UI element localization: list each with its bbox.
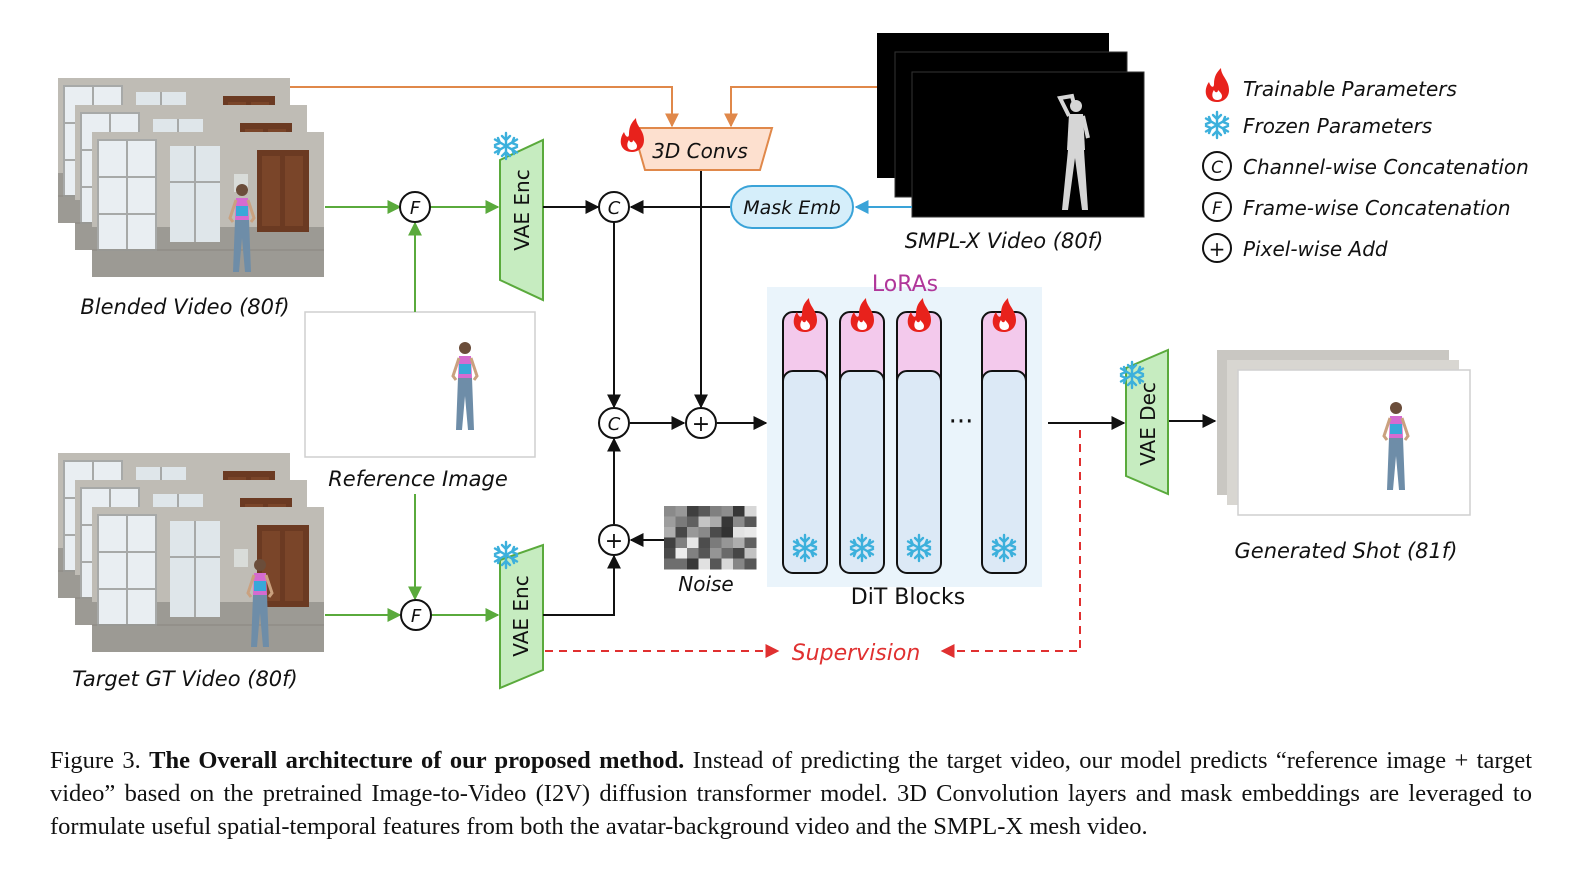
dit-block-2 <box>839 298 885 574</box>
svg-text:C: C <box>608 414 621 435</box>
svg-text:C: C <box>608 198 621 219</box>
legend-channel-concat-icon <box>1202 151 1232 181</box>
svg-text:VAE Dec: VAE Dec <box>1136 382 1160 466</box>
transformer-block <box>981 370 1027 574</box>
svg-text:+: + <box>1209 237 1226 261</box>
reference-image <box>304 311 536 458</box>
svg-text:+: + <box>692 412 710 437</box>
svg-text:F: F <box>1212 199 1222 219</box>
svg-text:F: F <box>411 606 422 627</box>
figure-caption: Figure 3. The Overall architecture of ou… <box>50 744 1532 843</box>
svg-text:3D Convs: 3D Convs <box>652 139 748 163</box>
mask-emb-block: Mask Emb <box>730 185 854 229</box>
caption-prefix: Figure 3. <box>50 747 141 774</box>
svg-text:+: + <box>605 529 623 554</box>
legend-fire-icon <box>1205 68 1229 102</box>
vae-enc-top: VAE Enc <box>499 138 544 302</box>
dit-block-4 <box>981 298 1027 574</box>
dit-blocks-label: DiT Blocks <box>851 585 965 610</box>
architecture-diagram: Blended Video (80f) Target GT Video (80f… <box>57 33 1529 691</box>
generated-shot-label: Generated Shot (81f) <box>1235 539 1458 563</box>
target-gt-video-label: Target GT Video (80f) <box>72 667 298 691</box>
svg-text:Frozen Parameters: Frozen Parameters <box>1243 114 1432 138</box>
smplx-video-label: SMPL-X Video (80f) <box>905 229 1104 253</box>
frame-concat-top: F <box>399 191 431 223</box>
blended-video-stack <box>57 77 325 278</box>
pixel-add-conv: + <box>685 407 717 439</box>
channel-concat-middle: C <box>598 407 630 439</box>
caption-title: The Overall architecture of our proposed… <box>149 747 685 774</box>
svg-text:Pixel-wise Add: Pixel-wise Add <box>1243 237 1388 261</box>
supervision-label: Supervision <box>792 641 921 666</box>
conv3d-block: 3D Convs <box>631 127 774 171</box>
frame-concat-bottom: F <box>400 599 432 631</box>
dit-blocks <box>782 298 1027 574</box>
dit-dots: ··· <box>949 407 974 437</box>
transformer-block <box>839 370 885 574</box>
transformer-block <box>782 370 828 574</box>
pixel-add-noise: + <box>598 524 630 556</box>
legend-frame-concat-icon <box>1202 192 1232 222</box>
svg-text:VAE Enc: VAE Enc <box>509 575 533 656</box>
vae-enc-top-snowflake-icon <box>493 131 519 161</box>
svg-text:Mask Emb: Mask Emb <box>743 197 841 219</box>
legend: Trainable Parameters Frozen Parameters C… <box>1202 68 1529 263</box>
svg-text:C: C <box>1211 158 1223 178</box>
vae-enc-bottom: VAE Enc <box>499 543 544 690</box>
channel-concat-top: C <box>598 191 630 223</box>
generated-shot-stack <box>1217 350 1471 516</box>
target-gt-video-stack <box>57 452 325 653</box>
loras-label: LoRAs <box>872 272 938 297</box>
transformer-block <box>896 370 942 574</box>
conv3d-fire-icon <box>620 118 644 152</box>
svg-text:F: F <box>410 198 421 219</box>
legend-snowflake-icon <box>1204 110 1230 140</box>
smplx-video-stack <box>877 33 1145 218</box>
svg-text:VAE Enc: VAE Enc <box>510 169 534 250</box>
blended-video-label: Blended Video (80f) <box>80 295 289 319</box>
svg-text:Channel-wise Concatenation: Channel-wise Concatenation <box>1243 155 1529 179</box>
dit-block-3 <box>896 298 942 574</box>
caption-body: Instead of predicting the target video, … <box>50 747 1533 840</box>
dit-block-1 <box>782 298 828 574</box>
svg-text:Trainable Parameters: Trainable Parameters <box>1243 77 1457 101</box>
noise-label: Noise <box>678 572 733 596</box>
noise-image <box>664 506 757 570</box>
reference-image-label: Reference Image <box>328 467 508 491</box>
legend-pixel-add-icon <box>1202 233 1232 263</box>
svg-text:Frame-wise Concatenation: Frame-wise Concatenation <box>1243 196 1511 220</box>
